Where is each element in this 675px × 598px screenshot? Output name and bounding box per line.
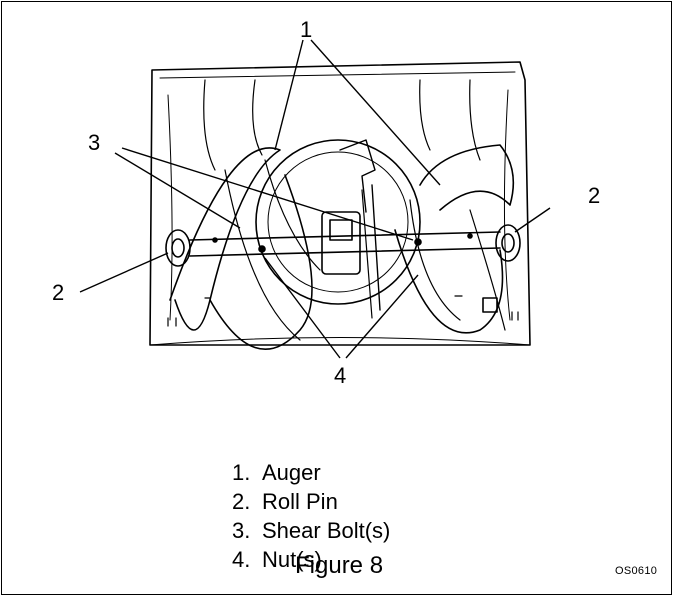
callout-3: 3 (88, 130, 100, 155)
legend-label: Shear Bolt(s) (262, 518, 391, 543)
legend-label: Nut(s) (262, 547, 322, 572)
gearbox (321, 211, 361, 275)
auger-diagram: 1 2 2 3 4 (52, 17, 600, 388)
legend-number: 2. (232, 489, 251, 514)
legend-item: 1. Auger (232, 458, 390, 487)
legend-item: 2. Roll Pin (232, 487, 390, 516)
legend-number: 4. (232, 547, 251, 572)
figure-title: Figure 8 (295, 552, 384, 579)
legend-number: 1. (232, 460, 251, 485)
callout-1: 1 (300, 17, 312, 42)
auger-left-blade (169, 147, 281, 331)
auger-right-blade (419, 144, 515, 211)
legend-label: Auger (262, 460, 321, 485)
legend-label: Roll Pin (262, 489, 338, 514)
legend-number: 3. (232, 518, 251, 543)
callout-2-right: 2 (588, 183, 600, 208)
callout-4: 4 (334, 363, 346, 388)
auger-shaft (189, 231, 501, 257)
roll-pin-left (165, 229, 191, 267)
auger-housing (149, 61, 531, 346)
legend-list: 1. Auger 2. Roll Pin 3. Shear Bolt(s) 4. Nut… (232, 458, 390, 574)
impeller-housing (255, 139, 421, 305)
legend-item: 3. Shear Bolt(s) (232, 516, 390, 545)
figure-code: OS0610 (615, 565, 658, 577)
roll-pin-right (495, 224, 521, 262)
legend-item: 4. Nut(s) (232, 545, 390, 574)
callout-2-left: 2 (52, 280, 64, 305)
